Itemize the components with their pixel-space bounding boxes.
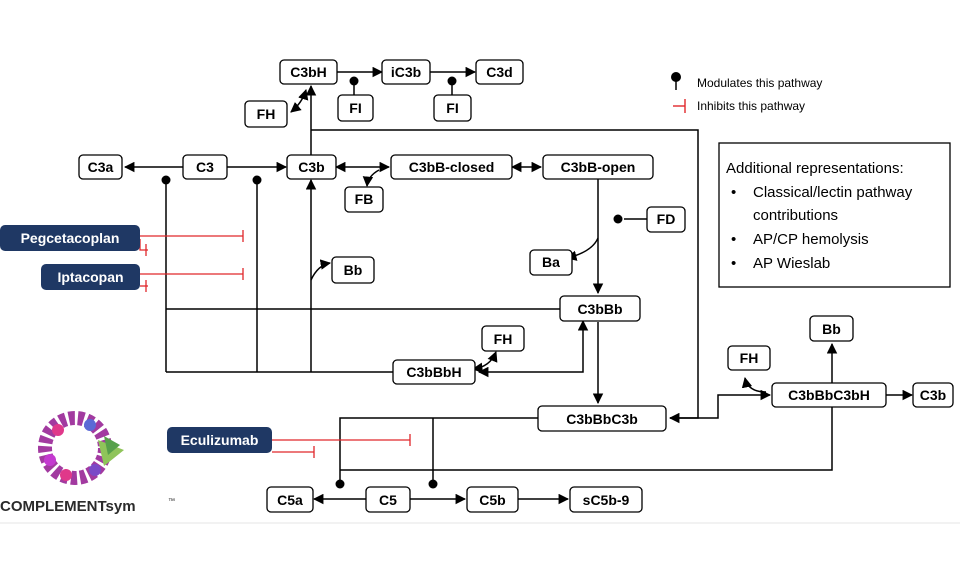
edge-fh-right [741,376,767,393]
node-label: C3bB-closed [409,159,495,175]
node-label: FH [257,106,276,122]
notes-bullet-text: AP/CP hemolysis [753,231,869,248]
node-label: C3bB-open [561,159,636,175]
node-c3bb-open: C3bB-open [542,154,654,180]
edge-fb [362,169,380,188]
edge-c3bbbc3b-c3bbbc3bh [670,389,772,419]
node-fh-mid: FH [481,325,525,352]
node-label: C3bBbC3b [566,411,638,427]
notes-bullet-text: AP Wieslab [753,255,830,272]
edge-c3bbb-c3bbbh [477,319,589,378]
edge-fh-top [290,88,309,113]
node-label: C5 [379,492,397,508]
edge-c3bbbc3b-c5-left [339,417,540,480]
logo-text: COMPLEMENTsym [0,498,136,515]
drug-pegcetacoplan: Pegcetacoplan [0,225,140,251]
node-c3bbbh: C3bBbH [392,359,476,385]
node-label: C3d [486,64,512,80]
drug-label: Eculizumab [181,432,259,448]
modulate-dot-fi2 [447,76,457,86]
legend-inhibits-label: Inhibits this pathway [697,99,805,113]
node-bb-mid: Bb [331,256,375,284]
drug-label: Pegcetacoplan [21,230,120,246]
node-fi-2: FI [433,94,472,122]
node-label: C3a [88,159,114,175]
node-sc5b9: sC5b-9 [569,486,643,513]
modulate-dot-c5b [428,479,438,489]
node-label: C3 [196,159,214,175]
node-label: iC3b [391,64,421,80]
modulate-dot-fi1 [349,76,359,86]
node-fd: FD [646,206,686,233]
legend-modulates-label: Modulates this pathway [697,76,822,90]
node-label: C3bBbC3bH [788,387,870,403]
node-c3: C3 [182,154,228,180]
node-label: C3bH [290,64,327,80]
node-label: sC5b-9 [583,492,630,508]
node-fb: FB [344,186,384,213]
node-label: FD [657,211,676,227]
inhib-pegcetacoplan-stub [139,239,148,251]
node-c3bb-closed: C3bB-closed [390,154,513,180]
node-label: C5a [277,492,303,508]
node-c5: C5 [365,486,411,513]
node-bb-right: Bb [809,315,854,342]
drugs: Pegcetacoplan Iptacopan Eculizumab [0,225,272,453]
drug-label: Iptacopan [57,269,123,285]
node-fh-right: FH [727,345,771,371]
node-c5b: C5b [466,486,519,513]
modulate-dot-fd [613,214,623,224]
legend: Modulates this pathway Inhibits this pat… [671,72,822,113]
notes-box: Additional representations: • Classical/… [718,142,951,288]
notes-bullet-text: Classical/lectin pathway [753,184,913,201]
bullet-1: • [731,184,736,201]
edge-c3bbbc3bh-c5 [340,407,833,471]
edges [123,66,914,505]
logo-trademark: ™ [168,498,175,505]
notes-title: Additional representations: [726,160,904,177]
drug-iptacopan: Iptacopan [41,264,140,290]
drug-eculizumab: Eculizumab [167,427,272,453]
node-label: Bb [822,321,841,337]
node-c3bbb: C3bBb [559,295,641,322]
bullet-2: • [731,231,736,248]
node-label: FI [349,100,361,116]
node-label: FH [740,350,759,366]
node-c3bh: C3bH [279,59,338,85]
node-label: C3bBb [577,301,622,317]
node-c3a: C3a [78,154,123,180]
node-ba: Ba [529,249,573,276]
notes-bullet-text: contributions [753,207,838,224]
logo-icon [38,411,124,485]
modulate-dot-c5a [335,479,345,489]
node-label: C3b [298,159,324,175]
edge-bb-mid [310,259,332,281]
node-label: Ba [542,254,560,270]
node-fh-top: FH [244,100,288,128]
edge-fh-mid [471,351,498,374]
node-label: C5b [479,492,505,508]
node-c3bbbc3b: C3bBbC3b [537,405,667,432]
modulate-dot-c3b [252,175,262,185]
node-c3d: C3d [475,59,524,85]
modulate-dot-c3a [161,175,171,185]
node-c3bbbc3bh: C3bBbC3bH [771,382,887,408]
node-c5a: C5a [266,486,314,513]
node-fi-1: FI [337,94,374,122]
modulate-legend-icon [671,72,681,82]
node-label: C3bBbH [406,364,461,380]
node-c3b: C3b [286,154,337,180]
node-ic3b: iC3b [381,59,431,85]
node-label: FB [355,191,374,207]
node-label: C3b [920,387,946,403]
complementsym-logo: COMPLEMENTsym ™ [0,411,175,515]
node-label: Bb [344,262,363,278]
node-c3b-right: C3b [912,382,954,408]
node-label: FH [494,331,513,347]
bullet-3: • [731,255,736,272]
node-label: FI [446,100,458,116]
nodes: C3bH iC3b C3d FH FI FI C3a C3 C3b C3bB-c… [78,59,954,513]
